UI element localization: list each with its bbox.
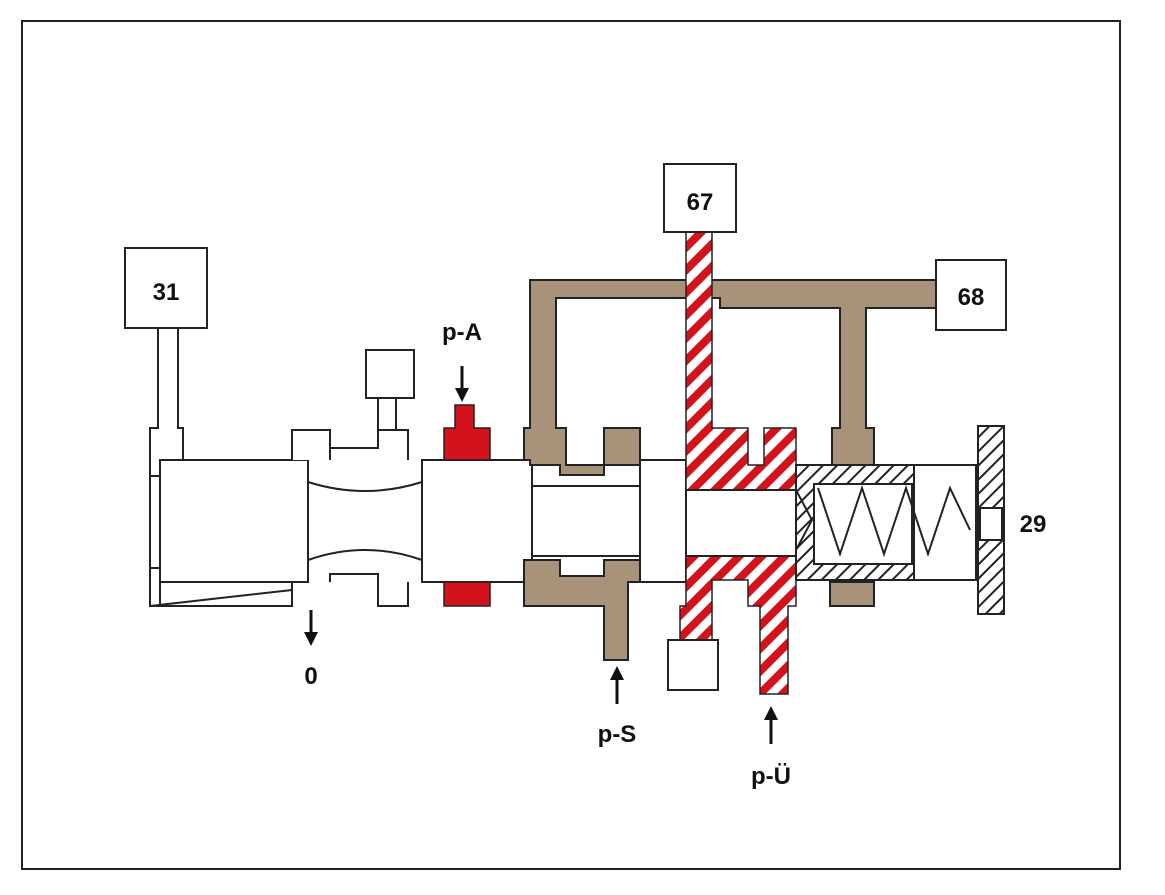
diagram-frame bbox=[21, 20, 1121, 870]
label-p-s: p-S bbox=[598, 721, 637, 748]
p-a-port-bottom bbox=[443, 581, 491, 607]
main-pressure-bottom bbox=[679, 555, 797, 695]
port-cavity-1 bbox=[291, 429, 331, 460]
main-pressure-top bbox=[685, 231, 797, 491]
p-s-arrow-head bbox=[610, 666, 624, 680]
spool-land-2 bbox=[639, 459, 687, 583]
left-end-cap bbox=[149, 475, 161, 569]
small-top-box-channel bbox=[377, 398, 397, 430]
label-zero: 0 bbox=[304, 663, 317, 690]
label-31: 31 bbox=[153, 279, 180, 306]
port-cavity-lower bbox=[291, 573, 409, 607]
spring-cavity bbox=[813, 483, 913, 565]
spool-land-1 bbox=[421, 459, 533, 583]
housing-left-bottom bbox=[149, 588, 293, 607]
control-channel-bottom bbox=[523, 559, 641, 661]
zero-arrow-head bbox=[304, 632, 318, 646]
spring bbox=[817, 484, 971, 558]
label-67: 67 bbox=[687, 189, 714, 216]
label-29: 29 bbox=[1020, 511, 1047, 538]
small-top-box bbox=[365, 349, 415, 399]
label-p-u: p-Ü bbox=[751, 763, 791, 790]
label-68: 68 bbox=[958, 284, 985, 311]
p-a-arrow-head bbox=[455, 388, 469, 402]
end-plate-opening bbox=[979, 507, 1003, 541]
port-cavity-2 bbox=[329, 429, 409, 460]
component-67-box bbox=[663, 163, 737, 233]
component-68-box bbox=[935, 259, 1007, 331]
spool-waist bbox=[307, 480, 423, 562]
left-piston bbox=[159, 459, 309, 583]
p-u-arrow-head bbox=[764, 706, 778, 720]
small-bottom-box bbox=[667, 639, 719, 691]
label-p-a: p-A bbox=[442, 319, 482, 346]
spool-end-point bbox=[795, 489, 814, 551]
spool-stem bbox=[531, 485, 641, 557]
right-spool-stem bbox=[685, 489, 797, 557]
p-a-port-top bbox=[443, 404, 491, 461]
spring-chamber-drain bbox=[829, 581, 875, 607]
